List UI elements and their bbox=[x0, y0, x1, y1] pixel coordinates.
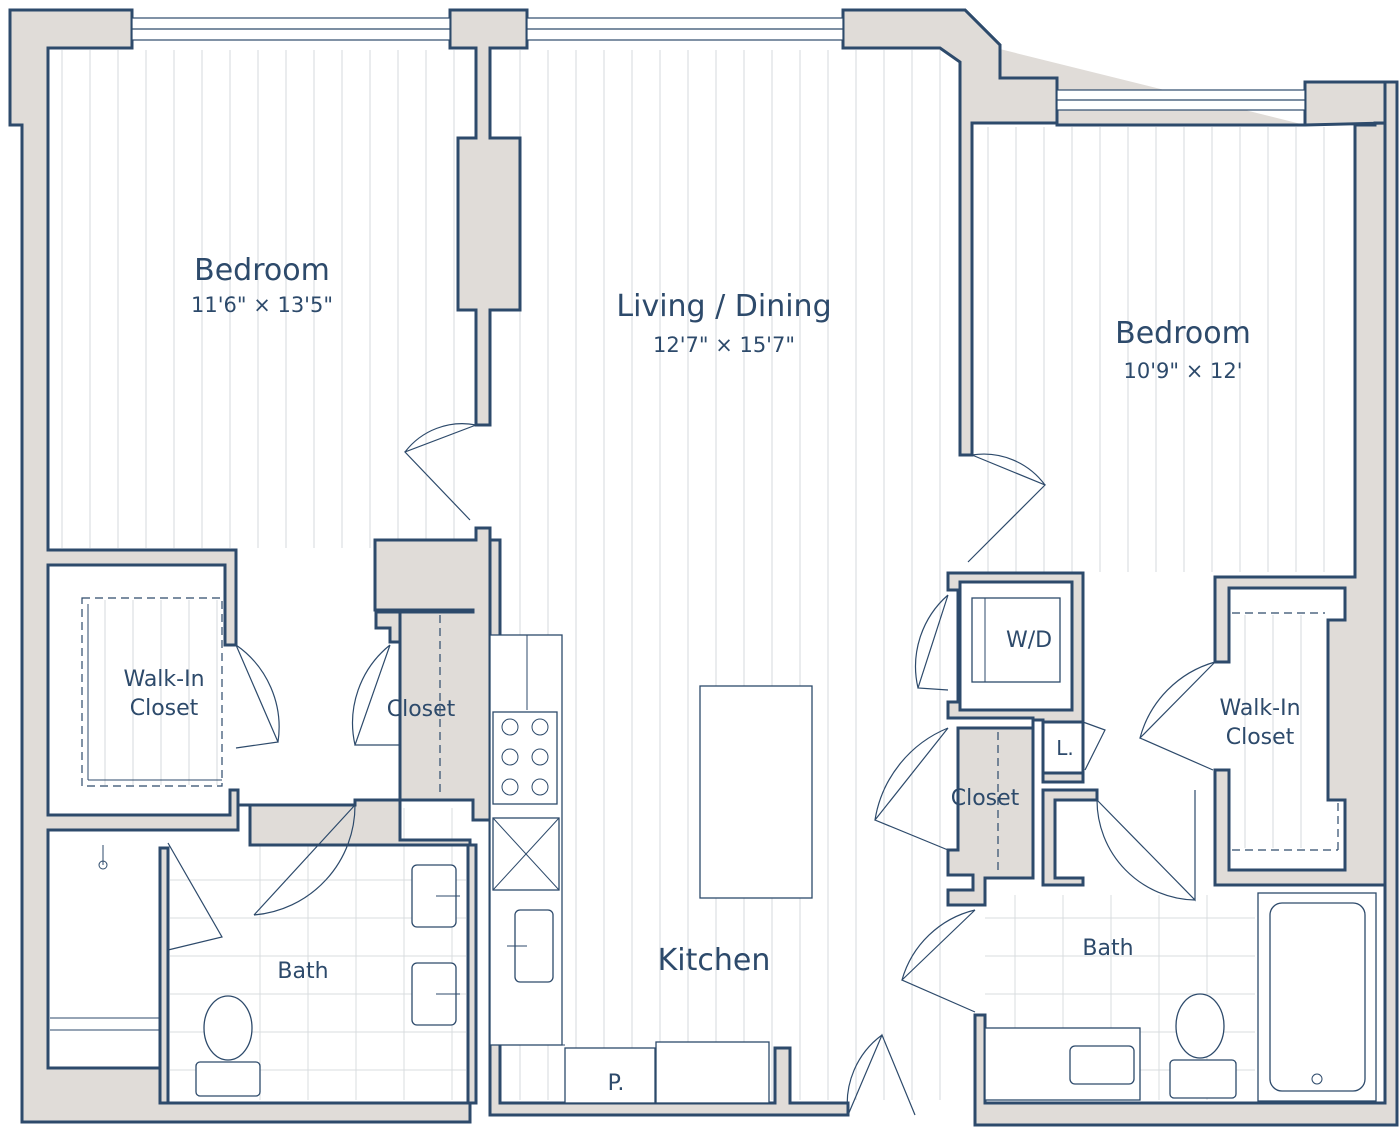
pantry-name: P. bbox=[608, 1071, 625, 1096]
kitchen-name: Kitchen bbox=[658, 943, 771, 978]
wd-name: W/D bbox=[1006, 628, 1052, 653]
wall-shower-left bbox=[158, 846, 170, 1105]
door-walkin-left bbox=[235, 644, 280, 749]
bedroom-left-dims: 11'6" × 13'5" bbox=[191, 293, 333, 317]
bath-right-name: Bath bbox=[1082, 936, 1133, 961]
bath-left-fixtures bbox=[50, 845, 460, 1097]
wall-right-exterior bbox=[973, 80, 1399, 1127]
living-dining-dims: 12'7" × 15'7" bbox=[653, 333, 795, 357]
walkin-left-line2: Closet bbox=[130, 696, 199, 721]
bath-right-fixtures bbox=[984, 892, 1377, 1102]
burner-icons bbox=[501, 718, 549, 796]
wall-left-exterior bbox=[8, 8, 472, 1124]
door-walkin-right bbox=[1138, 661, 1216, 771]
wall-bath-left bbox=[238, 798, 478, 1105]
bedroom-right-name: Bedroom bbox=[1115, 316, 1251, 351]
bedroom-right-dims: 10'9" × 12' bbox=[1124, 359, 1243, 383]
living-dining-name: Living / Dining bbox=[616, 289, 831, 324]
door-closet-left bbox=[351, 644, 400, 746]
toilet-tank-left bbox=[195, 1061, 261, 1097]
pantry-box bbox=[564, 1047, 656, 1104]
door-bath-left bbox=[253, 804, 356, 916]
bath-left-name: Bath bbox=[277, 959, 328, 984]
toilet-bowl-right bbox=[1175, 993, 1225, 1059]
bedroom-left-name: Bedroom bbox=[194, 253, 330, 288]
wall-top-right bbox=[843, 8, 1387, 887]
toilet-bowl-left bbox=[203, 995, 253, 1061]
door-shower-left bbox=[167, 842, 223, 951]
wall-bath-right-top bbox=[1041, 788, 1099, 887]
door-wd bbox=[914, 594, 949, 691]
shelf-walkin-left bbox=[81, 597, 223, 787]
range bbox=[492, 711, 558, 805]
closet-left-name: Closet bbox=[387, 697, 456, 722]
windows bbox=[131, 17, 1306, 111]
door-linen bbox=[1082, 721, 1106, 771]
toilet-tank-right bbox=[1169, 1059, 1237, 1099]
walkin-right-line1: Walk-In bbox=[1219, 696, 1300, 721]
doors bbox=[167, 423, 1216, 1116]
wall-closet-left bbox=[374, 610, 402, 644]
door-bedroom-right bbox=[967, 453, 1047, 563]
closet-right-name: Closet bbox=[951, 786, 1020, 811]
closet-shelves bbox=[81, 597, 1339, 872]
wall-linen bbox=[1041, 720, 1085, 775]
walkin-right-line2: Closet bbox=[1226, 725, 1295, 750]
kitchen-island bbox=[699, 685, 813, 899]
wall-top-middle bbox=[448, 8, 529, 427]
room-labels: Bedroom 11'6" × 13'5" Living / Dining 12… bbox=[123, 253, 1300, 1096]
door-closet-right bbox=[874, 727, 949, 851]
washer-dryer bbox=[971, 597, 1061, 683]
tub-drain bbox=[1311, 1073, 1323, 1085]
sink-right bbox=[1069, 1045, 1135, 1085]
kitchen-fixtures bbox=[489, 634, 813, 1104]
door-bedroom-left bbox=[403, 423, 477, 521]
door-entry bbox=[846, 1033, 916, 1116]
door-bath-right bbox=[1096, 790, 1196, 902]
wood-floor-lines bbox=[61, 50, 1325, 1100]
laundry-fixtures bbox=[971, 597, 1061, 683]
linen-name: L. bbox=[1056, 736, 1074, 760]
door-bath-right-entry bbox=[900, 909, 976, 1013]
wall-right-column bbox=[841, 8, 1059, 457]
walkin-left-line1: Walk-In bbox=[123, 667, 204, 692]
refrigerator bbox=[655, 1041, 770, 1104]
